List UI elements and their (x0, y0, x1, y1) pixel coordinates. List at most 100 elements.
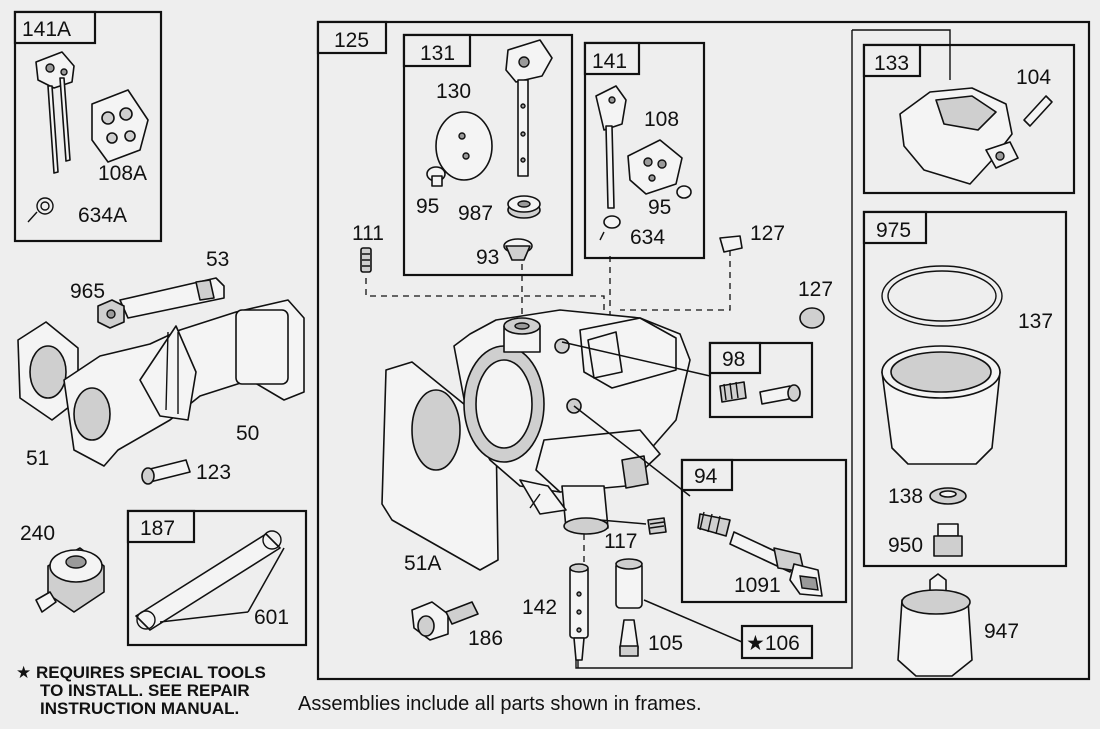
spring-98-part (719, 381, 747, 403)
connector-127 (620, 250, 731, 311)
note-line-2: TO INSTALL. SEE REPAIR (40, 681, 250, 700)
seal-987-part (507, 195, 541, 219)
label-947: 947 (984, 620, 1019, 643)
frame-133: 133 104 (852, 29, 1076, 195)
label-53: 53 (206, 248, 229, 271)
label-137: 137 (1018, 310, 1053, 333)
intake-manifold-group: 53 965 51 50 123 (17, 248, 305, 485)
label-51: 51 (26, 447, 49, 470)
fitting-53-part (119, 277, 225, 319)
label-950: 950 (888, 534, 923, 557)
label-95-b: 95 (648, 196, 671, 219)
manifold-50-part (63, 299, 305, 467)
needle-98-part (759, 384, 801, 405)
label-117: 117 (604, 530, 637, 553)
frame-106: ★106 (740, 624, 814, 660)
screw-123-part (141, 459, 191, 485)
solenoid-1091-part (789, 563, 823, 597)
float-bowl-part (881, 345, 1001, 465)
body-leader-a (529, 493, 541, 509)
frame-133-leader (852, 29, 951, 80)
label-240: 240 (20, 522, 55, 545)
frame-94: 94 1091 (573, 405, 848, 604)
sleeve-106-part (615, 558, 643, 609)
label-1091: 1091 (734, 574, 781, 597)
special-tools-note: ★ REQUIRES SPECIAL TOOLS TO INSTALL. SEE… (16, 663, 266, 718)
nozzle-117-part (647, 517, 667, 535)
pin-104-part (1023, 95, 1053, 127)
frame-131: 131 130 95 987 93 (402, 33, 574, 277)
assemblies-caption: Assemblies include all parts shown in fr… (298, 693, 702, 715)
washer-138-part (929, 487, 967, 505)
label-130: 130 (436, 80, 471, 103)
label-965: 965 (70, 280, 105, 303)
label-95-a: 95 (416, 195, 439, 218)
solenoid-947-part (897, 573, 973, 677)
label-127-b: 127 (798, 278, 833, 301)
label-108: 108 (644, 108, 679, 131)
label-104: 104 (1016, 66, 1051, 89)
fuel-line-part (135, 530, 282, 631)
gasket-51-part (17, 321, 79, 421)
frame-131-tag: 131 (420, 42, 455, 65)
label-634: 634 (630, 226, 665, 249)
frame-975: 975 137 138 950 (862, 210, 1068, 568)
connector-111 (365, 278, 605, 320)
screw-111-group: 111 (352, 222, 384, 273)
leader-117 (599, 519, 647, 525)
label-108a: 108A (98, 162, 147, 185)
label-634a: 634A (78, 204, 127, 227)
spring-634a-part (27, 197, 54, 223)
frame-141a: 141A 108A 634A (13, 10, 163, 243)
label-111: 111 (352, 222, 384, 245)
frame-125: 125 (316, 20, 1091, 681)
label-50: 50 (236, 422, 259, 445)
o-ring-137-part (881, 265, 1003, 327)
frame-133-tag: 133 (874, 52, 909, 75)
label-601: 601 (254, 606, 289, 629)
nut-965-part (97, 299, 125, 329)
label-138: 138 (888, 485, 923, 508)
frame-141a-tag: 141A (22, 18, 71, 41)
screw-95-b-part (676, 185, 692, 199)
frame-141: 141 108 95 634 (583, 41, 706, 260)
bracket-133-part (899, 87, 1019, 185)
label-93: 93 (476, 246, 499, 269)
label-105: 105 (648, 632, 683, 655)
tube-142-part (569, 563, 589, 661)
plug-127-a-part (719, 235, 743, 253)
label-186: 186 (468, 627, 503, 650)
label-51a: 51A (404, 552, 441, 575)
leader-106 (643, 599, 743, 643)
label-123: 123 (196, 461, 231, 484)
throttle-shaft-141-part (595, 85, 627, 209)
label-987: 987 (458, 202, 493, 225)
screw-95-part (426, 166, 446, 187)
spring-94-part (697, 511, 731, 537)
label-127-a: 127 (750, 222, 785, 245)
carburetor-body-part: 51A (381, 309, 691, 575)
gasket-108-part (627, 139, 683, 195)
frame-975-tag: 975 (876, 219, 911, 242)
choke-plate-130-part (435, 111, 493, 181)
spring-634-part (599, 215, 621, 241)
note-line-3: INSTRUCTION MANUAL. (40, 699, 239, 718)
note-line-1: ★ REQUIRES SPECIAL TOOLS (16, 663, 266, 682)
frame-141-tag: 141 (592, 50, 627, 73)
frame-98: 98 (561, 341, 814, 419)
throttle-shaft-part (35, 51, 75, 174)
frame-187-tag: 187 (140, 517, 175, 540)
frame-125-inner-divider (575, 30, 853, 669)
elbow-186-part (411, 601, 479, 641)
jet-105-part (619, 619, 639, 657)
gasket-108a-part (91, 89, 149, 163)
frame-187: 187 601 (126, 509, 308, 647)
bolt-950-part (933, 523, 963, 557)
label-142: 142 (522, 596, 557, 619)
choke-shaft-131-part (505, 39, 553, 177)
plug-127-b-part (799, 307, 825, 329)
frame-98-tag: 98 (722, 348, 745, 371)
frame-125-tag: 125 (334, 29, 369, 52)
primer-bulb-part (35, 547, 105, 613)
